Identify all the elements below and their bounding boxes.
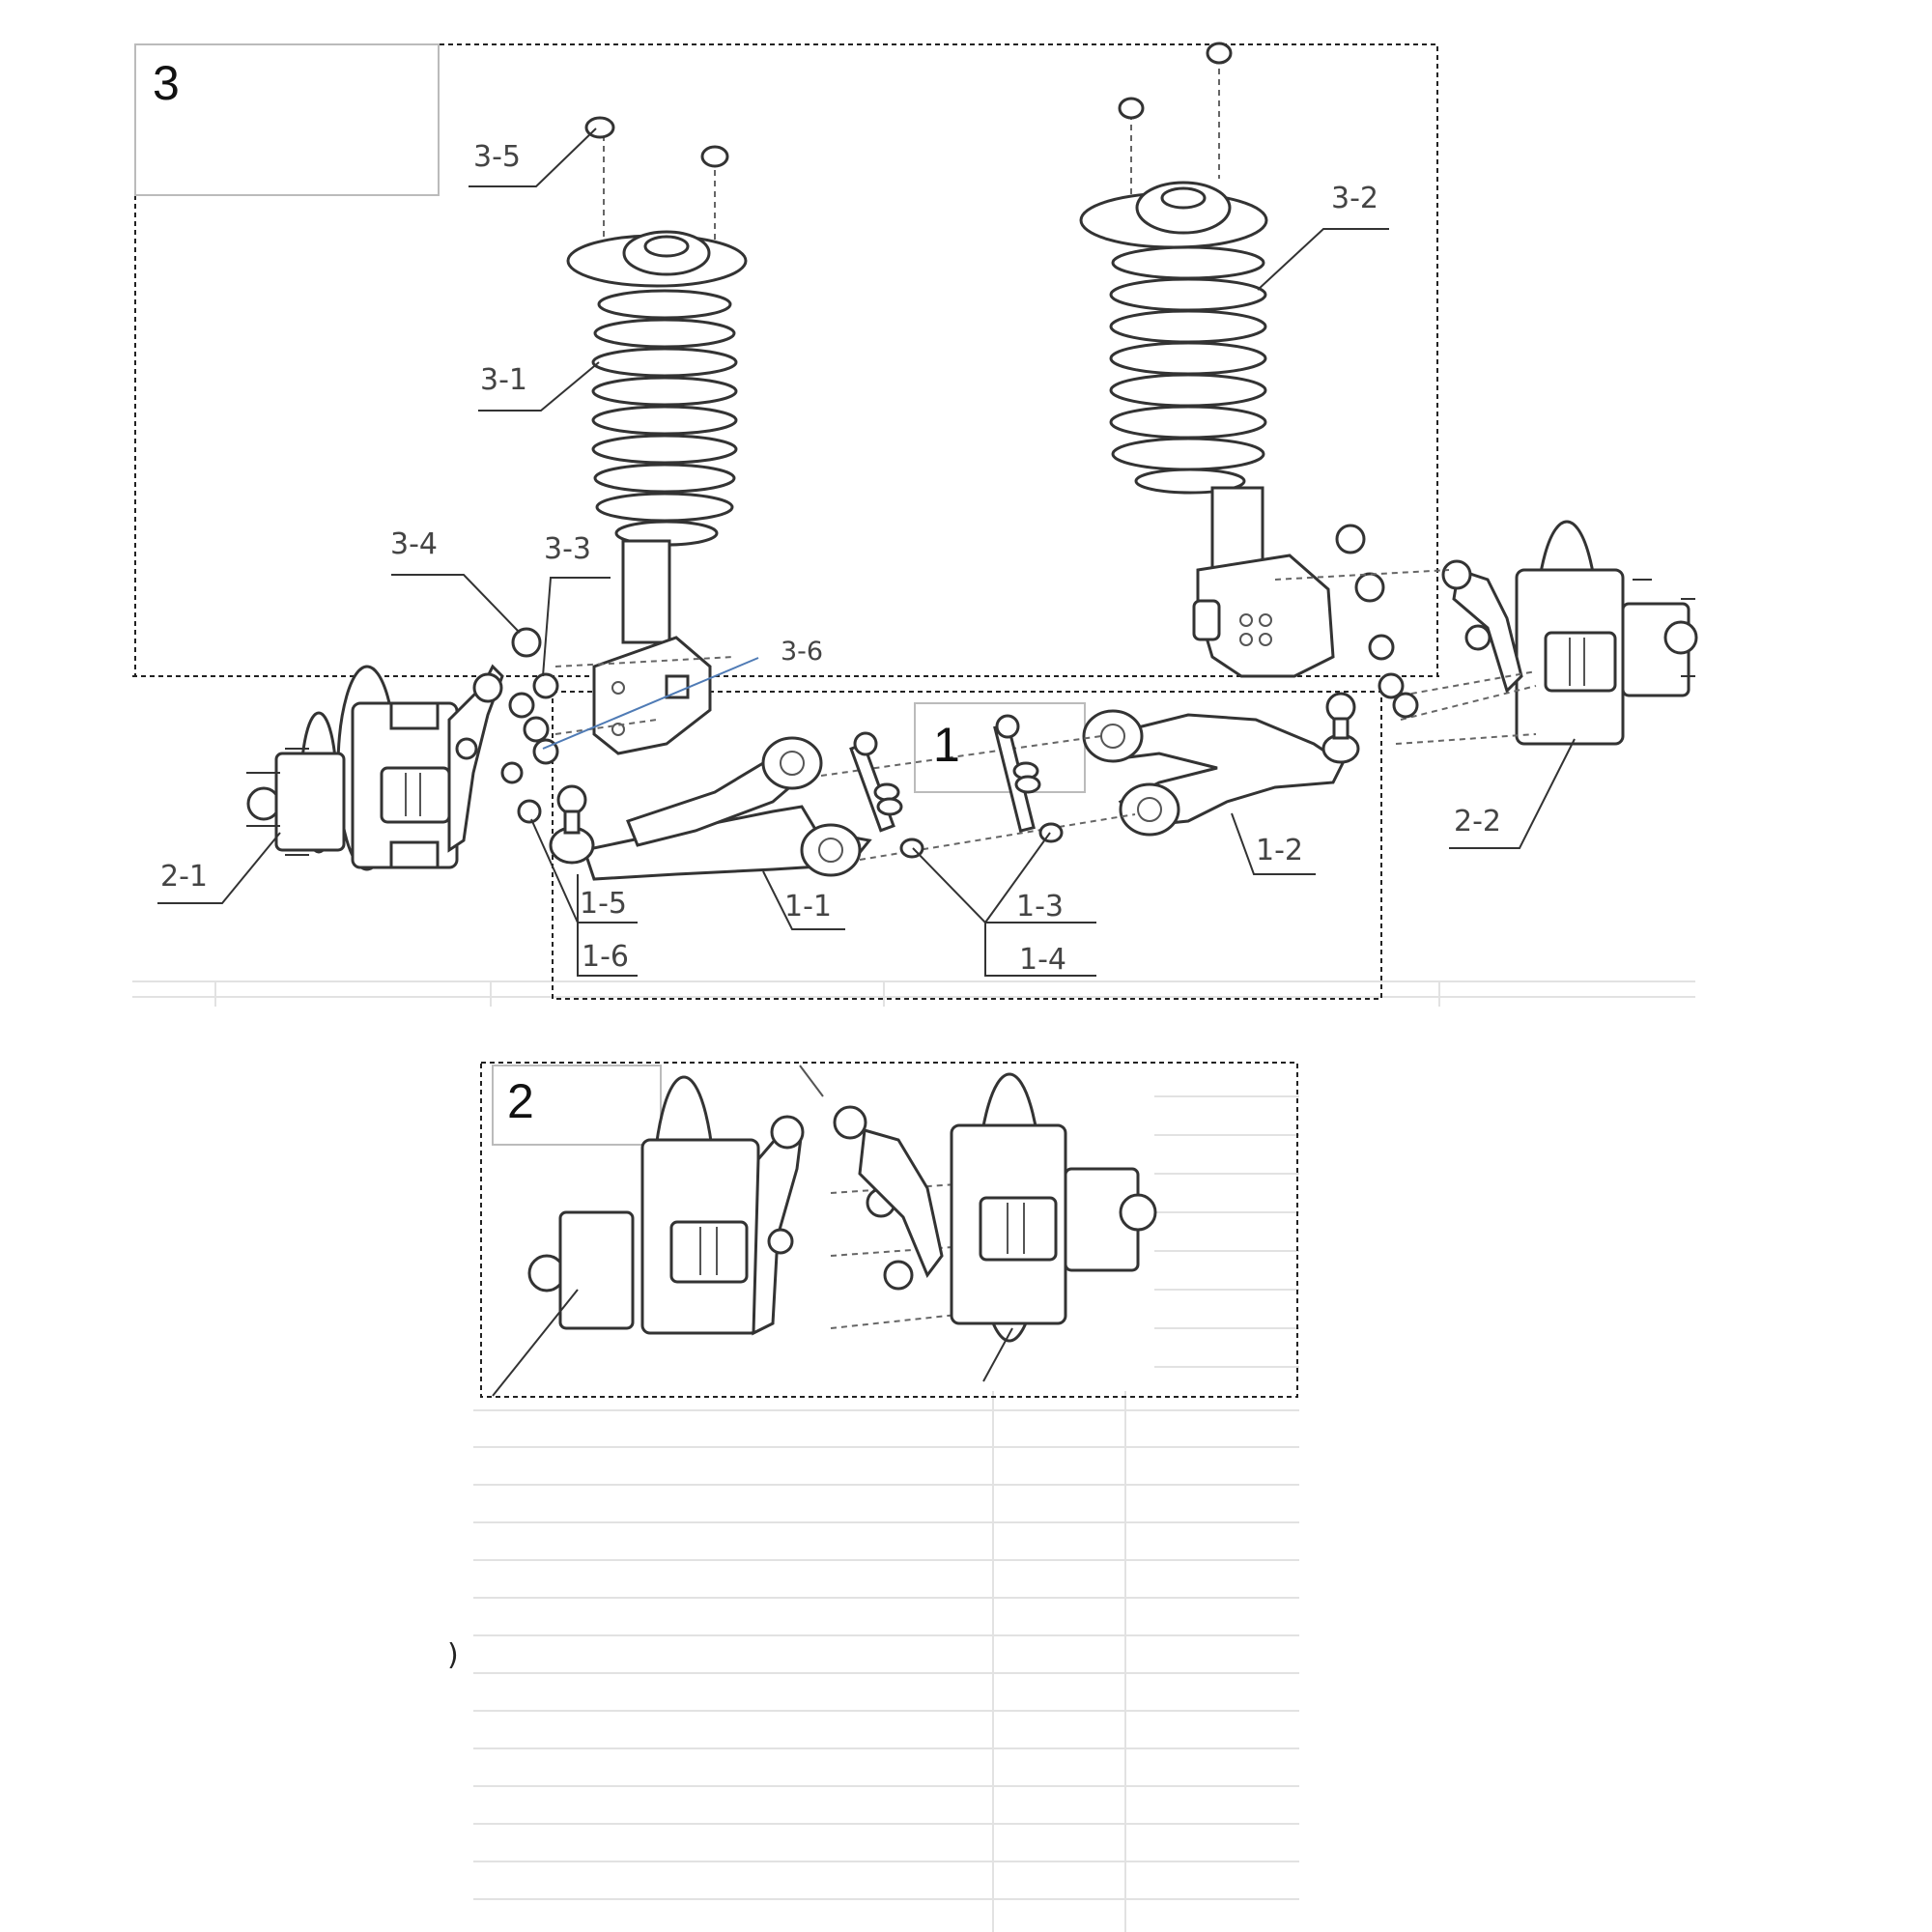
group-2-title-box <box>492 1065 662 1146</box>
strut-assembly-left <box>566 116 748 755</box>
label-3-2: 3-2 <box>1331 182 1378 215</box>
strut-assembly-right <box>1079 42 1335 678</box>
group-frames <box>132 43 1439 1398</box>
label-3-6: 3-6 <box>781 637 823 667</box>
label-1-3: 1-3 <box>1016 890 1064 923</box>
group-1-number: 1 <box>933 718 960 772</box>
group-numbers: 3 1 2 <box>153 56 960 1128</box>
label-1-1: 1-1 <box>784 890 832 923</box>
label-1-4: 1-4 <box>1019 943 1066 977</box>
bolts-and-bushings <box>820 714 1136 861</box>
background-grid <box>132 980 1695 1932</box>
group-3-title-box <box>134 43 440 196</box>
leader-3-6 <box>542 657 759 750</box>
label-2-1: 2-1 <box>160 860 208 894</box>
group-1-frame <box>552 691 1382 1000</box>
label-3-1: 3-1 <box>480 363 527 397</box>
label-3-3: 3-3 <box>544 532 591 566</box>
label-3-4: 3-4 <box>390 527 438 561</box>
lower-control-arm-right <box>1082 692 1360 837</box>
knuckle-hub-right <box>1395 520 1698 746</box>
group-1-title-box <box>914 702 1086 793</box>
group-2-insert-left <box>492 1075 805 1397</box>
group-2-insert-right <box>799 1065 1157 1382</box>
callout-labels: 3-5 3-1 3-2 3-4 3-3 3-6 2-1 2-2 1-5 1-6 … <box>160 140 1501 977</box>
group-2-frame <box>480 1062 1298 1398</box>
label-2-2: 2-2 <box>1454 805 1501 838</box>
group-2-number: 2 <box>507 1074 534 1128</box>
group-3-number: 3 <box>153 56 180 110</box>
stray-mark: ) <box>447 1638 459 1672</box>
label-3-5: 3-5 <box>473 140 521 174</box>
label-1-2: 1-2 <box>1256 834 1303 867</box>
leader-lines <box>157 128 1576 977</box>
label-1-6: 1-6 <box>582 940 629 974</box>
knuckle-hub-left <box>246 664 504 871</box>
fasteners-right <box>1274 524 1450 719</box>
lower-control-arm-left <box>549 736 872 881</box>
label-1-5: 1-5 <box>580 887 627 921</box>
fasteners-left <box>500 627 735 824</box>
